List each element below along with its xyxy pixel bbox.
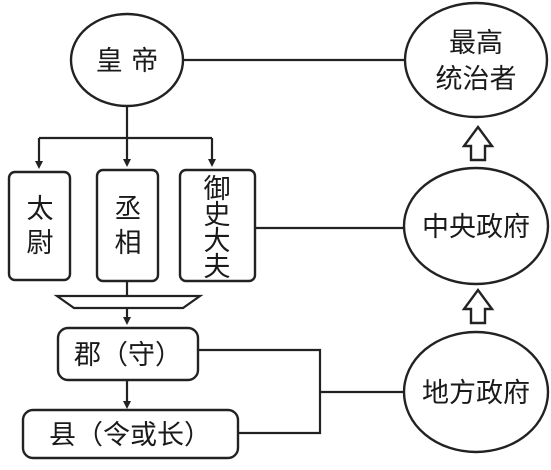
hollow-up-arrow-icon bbox=[461, 124, 495, 162]
supreme-ruler-node bbox=[403, 1, 549, 119]
central-government-node bbox=[402, 166, 550, 286]
taiwei-label-char2: 尉 bbox=[27, 228, 54, 259]
hollow-up-arrow-icon bbox=[461, 287, 495, 325]
central-government-label: 中央政府 bbox=[422, 212, 530, 243]
county-node bbox=[21, 408, 240, 460]
supreme-ruler-label-line1: 最高 bbox=[449, 28, 503, 59]
taiwei-label-char1: 太 bbox=[27, 194, 54, 225]
commandery-label: 郡（守） bbox=[74, 340, 182, 371]
emperor-node bbox=[69, 12, 185, 108]
local-government-label: 地方政府 bbox=[422, 378, 530, 409]
supreme-ruler-label-line2: 统治者 bbox=[436, 64, 517, 95]
county-label: 县（令或长） bbox=[49, 420, 211, 451]
yushi-dafu-label-char1: 御 bbox=[204, 174, 231, 205]
chengxiang-node bbox=[95, 168, 160, 283]
chengxiang-label-char1: 丞 bbox=[115, 194, 142, 225]
funnel-icon bbox=[53, 294, 204, 310]
emperor-label: 皇 帝 bbox=[96, 46, 159, 77]
yushi-dafu-label-char3: 大 bbox=[204, 226, 231, 257]
yushi-dafu-label-char2: 史 bbox=[204, 200, 231, 231]
commandery-node bbox=[56, 326, 200, 382]
local-government-node bbox=[402, 330, 550, 454]
yushi-dafu-label-char4: 夫 bbox=[204, 252, 231, 283]
connector-lines bbox=[35, 58, 407, 435]
yushi-dafu-node bbox=[178, 168, 257, 283]
chengxiang-label-char2: 相 bbox=[115, 228, 142, 259]
taiwei-node bbox=[7, 170, 72, 282]
